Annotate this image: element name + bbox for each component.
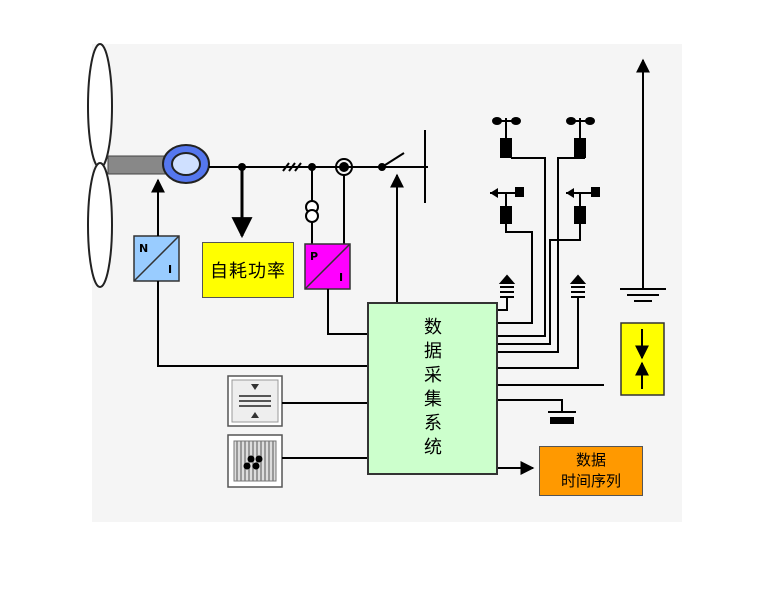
temperature-sensor-right-icon xyxy=(569,274,587,302)
temperature-sensor-left-icon xyxy=(498,274,516,302)
daq-char-3: 采 xyxy=(424,365,442,386)
daq-char-5: 系 xyxy=(424,413,442,434)
humidity-sensor-icon xyxy=(227,434,283,488)
wind-vane-left-icon xyxy=(490,187,524,224)
speed-transducer-ni xyxy=(133,235,180,282)
time-series-line-1: 数据 xyxy=(575,451,606,469)
mast-ground-symbol xyxy=(620,58,666,302)
pi-bottom-label: I xyxy=(339,271,344,284)
data-acquisition-system-box xyxy=(367,302,498,475)
ni-bottom-label: I xyxy=(168,263,173,276)
daq-char-4: 集 xyxy=(424,389,442,410)
wind-vane-right-icon xyxy=(566,187,600,224)
generator-icon xyxy=(162,144,210,184)
breaker-switch-icon xyxy=(378,130,426,203)
self-consumption-box: 自耗功率 xyxy=(202,242,294,298)
time-series-line-2: 时间序列 xyxy=(560,472,621,490)
daq-label: 数 据 采 集 系 统 xyxy=(421,316,445,460)
pi-top-label: P xyxy=(310,250,319,263)
voltage-transformer-icon xyxy=(305,170,319,244)
daq-char-1: 数 xyxy=(424,317,442,338)
blade-bottom xyxy=(87,162,113,288)
daq-char-6: 统 xyxy=(424,437,442,458)
time-series-box: 数据 时间序列 xyxy=(539,446,643,496)
anemometer-left-icon xyxy=(492,117,521,158)
pressure-sensor-icon xyxy=(227,375,283,427)
self-consumption-label: 自耗功率 xyxy=(210,261,286,282)
blade-top xyxy=(87,43,113,169)
node-self-consumption xyxy=(238,163,246,171)
turbine-shaft xyxy=(107,155,167,175)
power-transducer-pi xyxy=(304,243,351,290)
three-phase-marks xyxy=(282,162,302,172)
node-pt xyxy=(308,163,316,171)
ni-top-label: N xyxy=(139,242,149,255)
sensor-wiring xyxy=(498,157,604,386)
ground-symbol-daq xyxy=(498,399,576,424)
direction-indicator-box xyxy=(620,322,665,396)
anemometer-right-icon xyxy=(566,117,595,158)
daq-char-2: 据 xyxy=(424,341,442,362)
